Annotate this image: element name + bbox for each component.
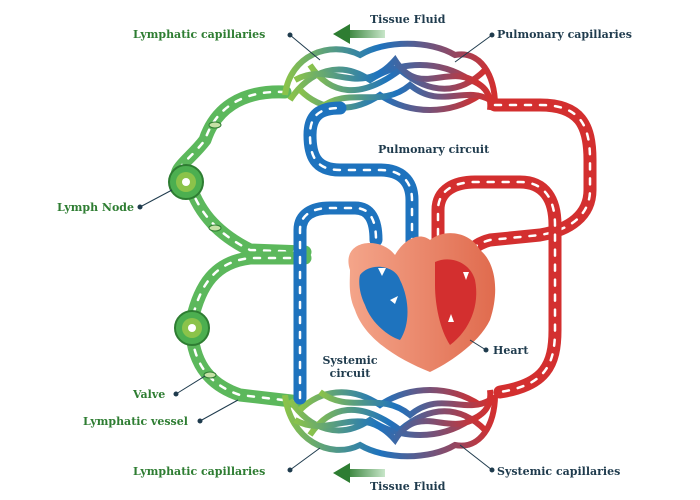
systemic-circuit-vessels xyxy=(293,175,562,405)
systemic-capillaries-label: Systemic capillaries xyxy=(497,465,621,478)
systemic-capillary-bed xyxy=(282,387,498,460)
pulmonary-capillary-bed xyxy=(282,40,498,113)
heart-label: Heart xyxy=(493,344,529,357)
tissue-fluid-label-top: Tissue Fluid xyxy=(370,13,446,26)
heart-illustration xyxy=(348,233,496,372)
pulmonary-circuit-label: Pulmonary circuit xyxy=(378,143,490,156)
tissue-fluid-arrow-top xyxy=(333,24,385,44)
lymph-node-label: Lymph Node xyxy=(57,201,134,214)
tissue-fluid-label-bottom: Tissue Fluid xyxy=(370,480,446,493)
lymphatic-vessels xyxy=(171,85,312,409)
valve-markers xyxy=(203,121,222,379)
lymphatic-vessel-label: Lymphatic vessel xyxy=(83,415,188,428)
lymph-node-upper xyxy=(168,164,204,200)
lymph-node-lower xyxy=(174,310,210,346)
systemic-circuit-label: Systemic circuit xyxy=(320,354,380,380)
lymphatic-capillaries-label-bottom: Lymphatic capillaries xyxy=(133,465,266,478)
valve-label: Valve xyxy=(133,388,166,401)
systemic-circuit-label-line1: Systemic xyxy=(322,354,378,367)
tissue-fluid-arrow-bottom xyxy=(333,463,385,483)
systemic-circuit-label-line2: circuit xyxy=(329,367,371,380)
label-pointers xyxy=(137,32,495,473)
lymphatic-capillaries-label-top: Lymphatic capillaries xyxy=(133,28,266,41)
pulmonary-capillaries-label: Pulmonary capillaries xyxy=(497,28,632,41)
